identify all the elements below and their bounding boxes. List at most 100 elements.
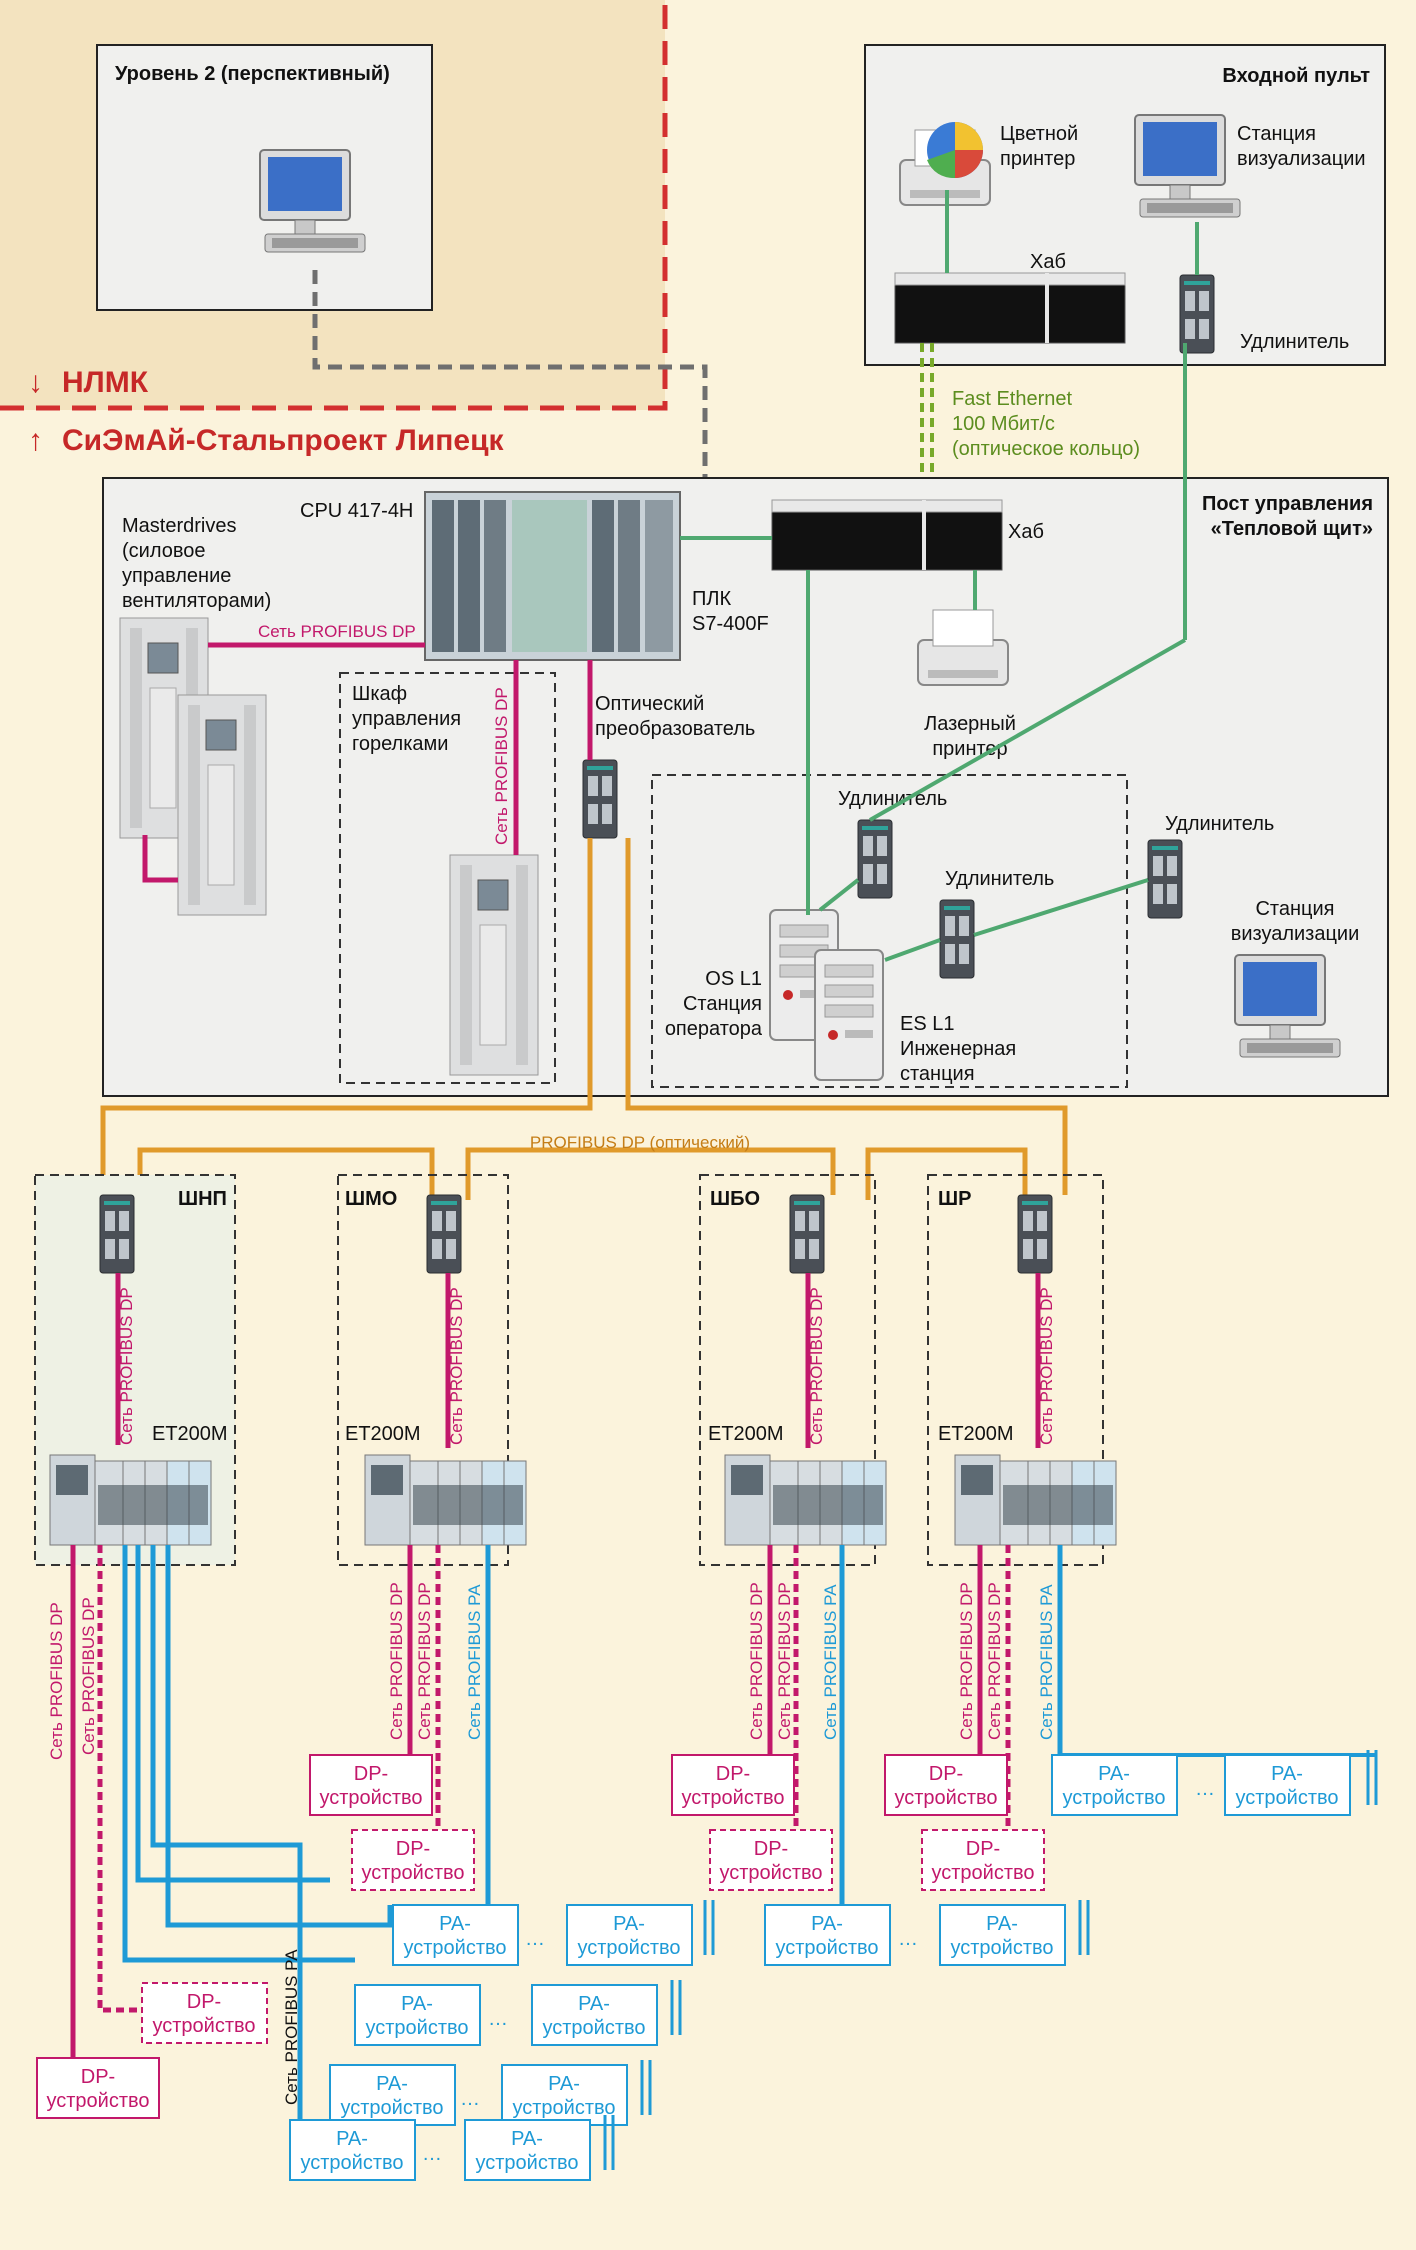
dp-device: DP- устройство — [36, 2057, 160, 2119]
pa-chain-shnp-3: PA- устройство … PA- устройство — [289, 2115, 615, 2181]
masterdrives-label-3: управление — [122, 565, 231, 587]
extender-3-icon — [1147, 839, 1183, 919]
shbo-pa-label: Сеть PROFIBUS PA — [821, 1584, 840, 1740]
fast-ethernet-label-3: (оптическое кольцо) — [952, 438, 1140, 460]
cabinet-shr-net: Сеть PROFIBUS DP — [1037, 1287, 1056, 1445]
svg-text:DP-: DP- — [966, 1838, 1000, 1860]
svg-text:DP-: DP- — [354, 1763, 388, 1785]
svg-text:DP-: DP- — [81, 2066, 115, 2088]
cabinet-shbo-name: ШБО — [710, 1188, 760, 1210]
svg-text:PA-: PA- — [511, 2128, 543, 2150]
svg-text:PA-: PA- — [578, 1993, 610, 2015]
svg-text:устройство: устройство — [894, 1787, 997, 1809]
svg-text:DP-: DP- — [929, 1763, 963, 1785]
svg-text:…: … — [898, 1928, 918, 1950]
svg-text:устройство: устройство — [319, 1787, 422, 1809]
control-post-title-1: Пост управления — [1202, 493, 1373, 515]
dp-device: DP- устройство — [671, 1754, 795, 1816]
post-vis-monitor-icon — [1234, 954, 1341, 1058]
svg-text:устройство: устройство — [577, 1937, 680, 1959]
extender-2-icon — [939, 899, 975, 979]
org-boundary-line — [0, 0, 668, 411]
burner-cabinet-label-3: горелками — [352, 733, 448, 755]
svg-text:PA-: PA- — [376, 2073, 408, 2095]
plc-label-1: ПЛК — [692, 588, 732, 610]
svg-text:устройство: устройство — [361, 1862, 464, 1884]
svg-text:устройство: устройство — [152, 2015, 255, 2037]
svg-text:…: … — [460, 2088, 480, 2110]
post-hub-label: Хаб — [1008, 521, 1044, 543]
svg-text:PA-: PA- — [401, 1993, 433, 2015]
es-l1-server-icon — [814, 949, 884, 1081]
burner-cabinet-label-1: Шкаф — [352, 683, 407, 705]
console-hub-label: Хаб — [1030, 251, 1066, 273]
svg-text:…: … — [488, 2008, 508, 2030]
cabinet-shbo-module: ET200M — [708, 1423, 784, 1445]
fast-ethernet-label-2: 100 Мбит/с — [952, 413, 1055, 435]
laser-printer-label-2: принтер — [932, 738, 1007, 760]
plc-rack-icon — [424, 491, 681, 661]
optical-ring — [100, 838, 1068, 1200]
svg-text:устройство: устройство — [950, 1937, 1053, 1959]
svg-text:устройство: устройство — [365, 2017, 468, 2039]
fast-ethernet-label-1: Fast Ethernet — [952, 388, 1073, 410]
svg-text:устройство: устройство — [775, 1937, 878, 1959]
svg-text:устройство: устройство — [719, 1862, 822, 1884]
svg-text:PA-: PA- — [336, 2128, 368, 2150]
plc-label-2: S7-400F — [692, 613, 769, 635]
vis-station-monitor-icon — [1134, 114, 1241, 218]
laser-printer-label-1: Лазерный — [924, 713, 1016, 735]
burner-cabinet-box — [339, 672, 556, 1084]
shr-dp-label-2: Сеть PROFIBUS DP — [985, 1582, 1004, 1740]
pa-chain-shr: PA- устройство … PA- устройство — [1051, 1750, 1378, 1816]
color-printer-label-1: Цветной — [1000, 123, 1078, 145]
svg-text:PA-: PA- — [986, 1913, 1018, 1935]
burner-dp-label: Сеть PROFIBUS DP — [492, 687, 511, 845]
svg-text:устройство: устройство — [512, 2097, 615, 2119]
masterdrives-label-2: (силовое — [122, 540, 206, 562]
svg-text:DP-: DP- — [396, 1838, 430, 1860]
cmi-label: СиЭмАй-Стальпроект Липецк — [62, 424, 505, 457]
shmo-dp-label-2: Сеть PROFIBUS DP — [415, 1582, 434, 1740]
pa-chain-shmo: PA- устройство … PA- устройство — [392, 1900, 715, 1966]
extender-2-label: Удлинитель — [945, 868, 1054, 890]
pa-chain-shnp-1: PA- устройство … PA- устройство — [354, 1980, 682, 2046]
svg-text:PA-: PA- — [439, 1913, 471, 1935]
masterdrive-unit-2 — [177, 694, 267, 916]
svg-text:устройство: устройство — [340, 2097, 443, 2119]
console-extender-icon — [1179, 274, 1215, 354]
control-post-title-2: «Тепловой щит» — [1211, 518, 1373, 540]
svg-text:DP-: DP- — [754, 1838, 788, 1860]
es-l1-label-1: ES L1 — [900, 1013, 954, 1035]
os-l1-label-2: Станция — [683, 993, 762, 1015]
cabinet-shmo-name: ШМО — [345, 1188, 397, 1210]
dp-device-optional: DP- устройство — [921, 1829, 1045, 1891]
shr-pa-label: Сеть PROFIBUS PA — [1037, 1584, 1056, 1740]
cabinet-shnp-net: Сеть PROFIBUS DP — [117, 1287, 136, 1445]
svg-text:DP-: DP- — [187, 1991, 221, 2013]
shmo-pa-label: Сеть PROFIBUS PA — [465, 1584, 484, 1740]
masterdrives-label-1: Masterdrives — [122, 515, 236, 537]
svg-text:DP-: DP- — [716, 1763, 750, 1785]
post-vis-label-2: визуализации — [1231, 923, 1360, 945]
cpu-label: CPU 417-4H — [300, 500, 413, 522]
svg-text:…: … — [525, 1928, 545, 1950]
post-ethernet-links — [680, 343, 1187, 962]
shnp-dp-label-2: Сеть PROFIBUS DP — [79, 1597, 98, 1755]
svg-text:PA-: PA- — [1098, 1763, 1130, 1785]
svg-text:устройство: устройство — [46, 2090, 149, 2112]
os-l1-label-3: оператора — [665, 1018, 763, 1040]
control-post-panel — [102, 477, 1389, 1097]
cabinet-shmo — [337, 1174, 527, 1566]
burner-cabinet-label-2: управления — [352, 708, 461, 730]
svg-text:устройство: устройство — [403, 1937, 506, 1959]
optical-converter-label-1: Оптический — [595, 693, 704, 715]
dp-device-optional: DP- устройство — [351, 1829, 475, 1891]
color-printer-label-2: принтер — [1000, 148, 1075, 170]
svg-text:устройство: устройство — [542, 2017, 645, 2039]
vis-station-top-label-2: визуализации — [1237, 148, 1366, 170]
shnp-dp-label-1: Сеть PROFIBUS DP — [47, 1602, 66, 1760]
dp-device: DP- устройство — [309, 1754, 433, 1816]
